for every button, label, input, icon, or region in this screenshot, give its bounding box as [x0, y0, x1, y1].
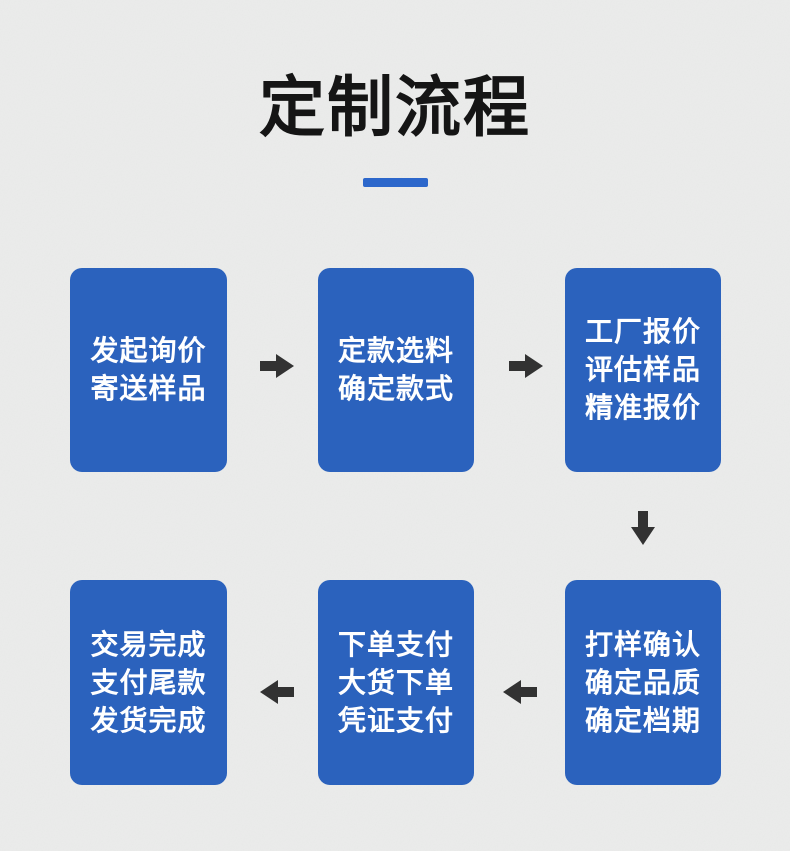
- step-line: 工厂报价: [584, 316, 701, 347]
- step-line: 凭证支付: [337, 704, 454, 736]
- step-line: 大货下单: [337, 666, 454, 698]
- page-title: 定制流程: [259, 70, 531, 144]
- step-line: 寄送样品: [90, 373, 207, 404]
- step-line: 定款选料: [337, 335, 454, 366]
- flow-step-5: 下单支付 大货下单 凭证支付: [318, 580, 474, 785]
- step-line: 发起询价: [90, 335, 207, 366]
- flow-step-2: 定款选料 确定款式: [318, 268, 474, 472]
- step-line: 发货完成: [90, 704, 207, 736]
- flow-step-4: 打样确认 确定品质 确定档期: [565, 580, 721, 785]
- step-line: 精准报价: [584, 392, 701, 423]
- step-line: 确定品质: [584, 666, 701, 698]
- arrow-left-icon: [503, 679, 537, 705]
- flow-step-3: 工厂报价 评估样品 精准报价: [565, 268, 721, 472]
- arrow-right-icon: [260, 353, 294, 379]
- step-line: 评估样品: [584, 354, 701, 385]
- step-line: 交易完成: [90, 628, 207, 660]
- step-line: 支付尾款: [90, 666, 207, 698]
- title-underline: [363, 178, 428, 187]
- step-line: 确定款式: [337, 373, 454, 404]
- step-line: 下单支付: [337, 628, 454, 660]
- step-line: 确定档期: [584, 704, 701, 736]
- flow-step-1: 发起询价 寄送样品: [70, 268, 227, 472]
- flow-step-6: 交易完成 支付尾款 发货完成: [70, 580, 227, 785]
- arrow-right-icon: [509, 353, 543, 379]
- arrow-down-icon: [630, 511, 656, 545]
- arrow-left-icon: [260, 679, 294, 705]
- step-line: 打样确认: [584, 628, 701, 660]
